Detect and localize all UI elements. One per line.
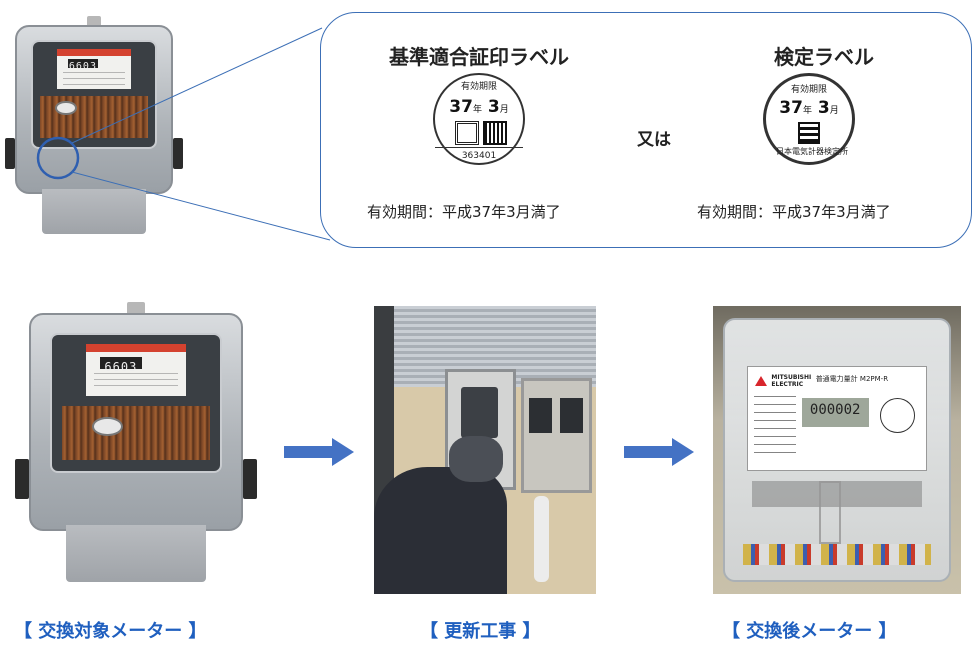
certification-seal: 有効期限 37年 3月 日本電気計器検定所 — [763, 73, 855, 165]
caption-new-meter: 【 交換後メーター 】 — [722, 621, 897, 642]
certification-stamp-icon — [879, 398, 915, 433]
meter-model-label: 普通電力量計 M2PM-R — [815, 374, 889, 383]
compliance-label-title: 基準適合証印ラベル — [389, 45, 569, 69]
arrow-right-icon — [624, 438, 694, 466]
certification-label-title: 検定ラベル — [774, 45, 874, 69]
mitsubishi-logo: MITSUBISHI ELECTRIC — [755, 374, 811, 392]
replacement-work-photo — [374, 306, 596, 594]
meter-counter: 6603 — [67, 58, 99, 72]
seal-serial: 363401 — [435, 147, 523, 164]
qr-code-icon — [798, 122, 820, 144]
top-old-meter-image: 6603 — [4, 16, 184, 238]
caption-old-meter: 【 交換対象メーター 】 — [14, 621, 207, 642]
seal-rim-text: 日本電気計器検定所 — [776, 147, 848, 156]
magnifier-callout-lines — [36, 27, 331, 241]
old-meter-image: 6603 — [15, 302, 257, 588]
seal-expiry-date: 37年 3月 — [449, 97, 509, 117]
kanji-mark-icon — [455, 121, 479, 145]
seal-expiry-date: 37年 3月 — [779, 98, 839, 118]
qr-code-icon — [483, 121, 507, 145]
seal-top-band: 有効期限 — [460, 82, 497, 92]
seal-top-band: 有効期限 — [790, 85, 827, 95]
certification-validity-note: 有効期間：平成37年3月満了 — [697, 203, 891, 221]
compliance-validity-note: 有効期間：平成37年3月満了 — [367, 203, 561, 221]
meter-lcd-display: 000002 — [801, 398, 869, 427]
caption-work: 【 更新工事 】 — [420, 621, 541, 642]
or-text: 又は — [637, 130, 671, 150]
compliance-seal: 有効期限 37年 3月 363401 — [433, 73, 525, 165]
meter-counter: 6603 — [99, 356, 142, 374]
new-meter-photo: MITSUBISHI ELECTRIC 普通電力量計 M2PM-R 000002 — [713, 306, 961, 594]
label-callout: 基準適合証印ラベル 検定ラベル 有効期限 37年 3月 363401 又は 有効… — [320, 12, 972, 248]
arrow-right-icon — [284, 438, 354, 466]
